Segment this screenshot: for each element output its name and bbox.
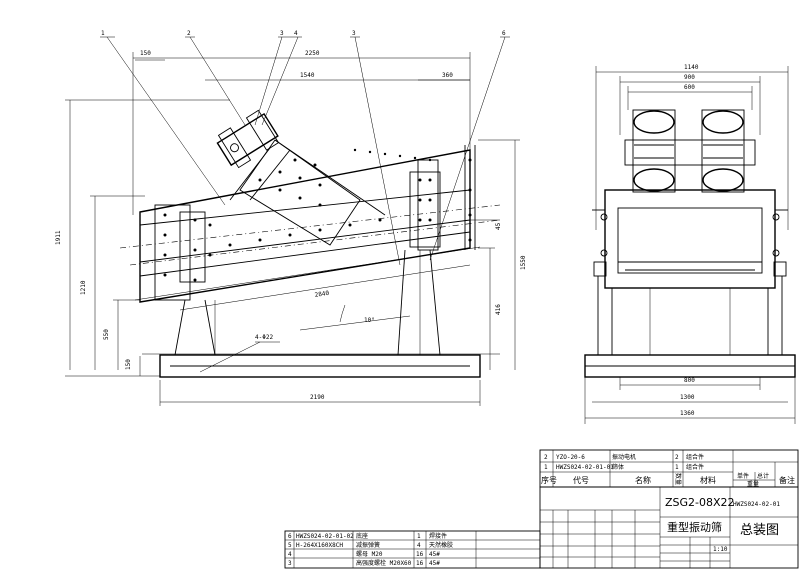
row3-mat: 45# <box>429 560 440 567</box>
hdr-no: 序号 <box>541 475 557 485</box>
side-body <box>604 189 776 289</box>
callout-4: 4 <box>294 30 298 37</box>
callout-3: 3 <box>280 30 284 37</box>
dim-screen-length: 2840 <box>314 290 330 299</box>
dim-top-mid: 1540 <box>300 72 315 79</box>
row6-qty: 1 <box>417 533 421 540</box>
row2-mat: 组合件 <box>686 453 704 461</box>
row3-name: 高强度螺栓 M20X60 <box>356 559 412 567</box>
side-dim-bot-outer: 1300 <box>680 394 695 401</box>
front-view: 1 2 3 4 3 6 2250 150 1540 360 1911 1210 … <box>55 30 527 406</box>
hdr-qty: 数量 <box>674 473 682 485</box>
dim-left-height: 1911 <box>55 230 62 245</box>
row1-code: HWZS024-02-01-01 <box>556 464 614 471</box>
dim-top-total: 2250 <box>305 50 320 57</box>
dim-left-base: 150 <box>125 359 132 370</box>
row6-no: 6 <box>288 533 292 540</box>
side-motor-left <box>632 109 676 193</box>
callout-1: 1 <box>101 30 105 37</box>
row1-no: 1 <box>544 464 548 471</box>
row2-code: YZO-20-6 <box>556 454 585 461</box>
side-dim-top-motor: 600 <box>684 84 695 91</box>
side-dim-bot-inner: 800 <box>684 377 695 384</box>
base-frame <box>159 354 481 378</box>
side-view: 1140 900 600 <box>584 64 796 424</box>
vibration-motor <box>216 109 280 169</box>
hdr-note: 备注 <box>779 475 795 485</box>
row4-mat: 45# <box>429 551 440 558</box>
row5-name: 减振弹簧 <box>356 541 380 549</box>
side-dim-top-total: 1140 <box>684 64 699 71</box>
parts-table-upper: 2 YZO-20-6 振动电机 2 组合件 1 HWZS024-02-01-01… <box>539 449 799 488</box>
dim-angle: 10° <box>364 317 375 324</box>
dim-right-height: 1550 <box>520 255 527 270</box>
hdr-weight-single: 单件 <box>737 472 749 480</box>
row3-no: 3 <box>288 560 292 567</box>
row4-no: 4 <box>288 551 292 558</box>
row5-code: H-264X160X8CH <box>296 542 343 549</box>
row5-mat: 天然橡胶 <box>429 541 453 549</box>
dim-top-left: 150 <box>140 50 151 57</box>
row1-mat: 组合件 <box>686 463 704 471</box>
hdr-weight: 重量 <box>747 480 759 488</box>
side-dim-top-inner: 900 <box>684 74 695 81</box>
callout-5: 3 <box>352 30 356 37</box>
row1-qty: 1 <box>675 464 679 471</box>
row5-no: 5 <box>288 542 292 549</box>
row2-no: 2 <box>544 454 548 461</box>
hdr-weight-total: 总计 <box>757 472 769 480</box>
row3-qty: 16 <box>416 560 424 567</box>
row4-name: 螺母 M20 <box>356 550 383 558</box>
dim-right-small: 45 <box>495 222 502 230</box>
side-dim-bot-total: 1360 <box>680 410 695 417</box>
hdr-code: 代号 <box>573 475 589 485</box>
row2-qty: 2 <box>675 454 679 461</box>
row6-name: 底座 <box>356 532 368 540</box>
dim-top-right: 360 <box>442 72 453 79</box>
dim-left-low: 550 <box>103 329 110 340</box>
row2-name: 振动电机 <box>612 453 636 461</box>
callout-2: 2 <box>187 30 191 37</box>
row6-code: HWZS024-02-01-02 <box>296 533 354 540</box>
hdr-name: 名称 <box>635 475 651 485</box>
row5-qty: 4 <box>417 542 421 549</box>
row4-qty: 16 <box>416 551 424 558</box>
dim-holes: 4-Φ22 <box>255 334 273 341</box>
bolt-pattern <box>163 148 472 282</box>
callout-6: 6 <box>502 30 506 37</box>
dim-left-mid: 1210 <box>80 280 87 295</box>
model-number: ZSG2-08X22 <box>665 496 735 509</box>
drawing-number: HWZS024-02-01 <box>733 501 780 508</box>
screen-box <box>139 149 471 303</box>
sheet-name: 总装图 <box>740 523 779 538</box>
scale: 1:10 <box>713 546 728 553</box>
hdr-mat: 材料 <box>700 475 716 485</box>
product-name: 重型振动筛 <box>667 520 722 534</box>
parts-table-lower: 6 HWZS024-02-01-02 底座 1 焊接件 5 H-264X160X… <box>284 530 541 569</box>
side-motor-right <box>701 109 745 193</box>
title-block: ZSG2-08X22 HWZS024-02-01 重型振动筛 总装图 1:10 <box>539 486 799 569</box>
dim-bottom: 2190 <box>310 394 325 401</box>
row6-mat: 焊接件 <box>429 532 447 540</box>
dim-right-mid: 416 <box>495 304 502 315</box>
row1-name: 筛体 <box>612 463 624 471</box>
motor-support <box>239 139 361 246</box>
